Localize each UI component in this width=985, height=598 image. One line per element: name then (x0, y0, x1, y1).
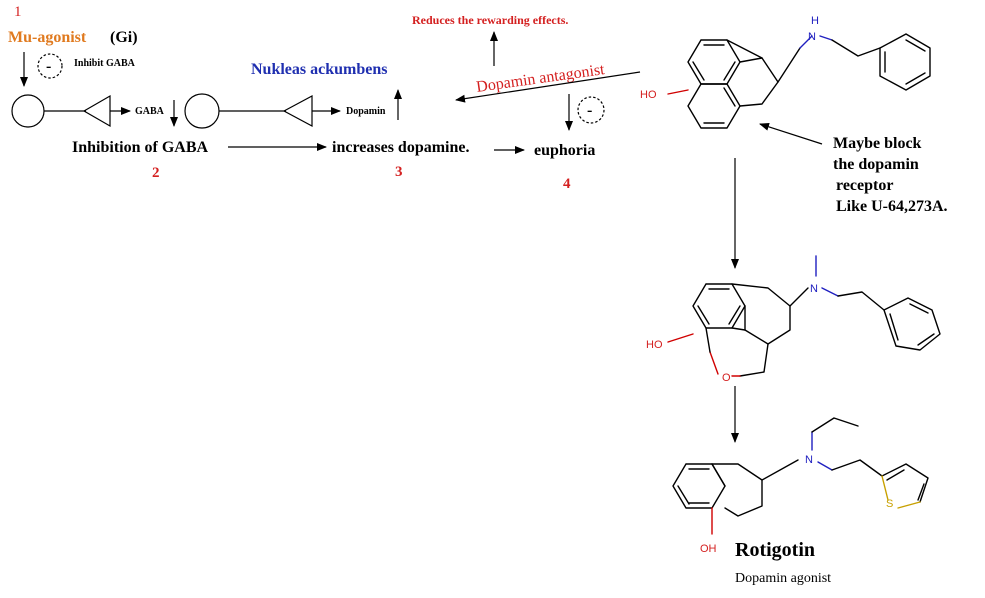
minus-sign-1: - (46, 58, 51, 75)
molecule-1 (667, 33, 931, 129)
step-1-number: 1 (14, 4, 22, 20)
molecule-1-nh-label: H (811, 15, 819, 27)
neuron-1-terminal (82, 94, 111, 128)
mu-agonist-label: Mu-agonist (8, 29, 87, 46)
molecule-3-oh-label: OH (700, 543, 717, 555)
molecule-2-o-label: O (722, 372, 731, 384)
molecule-2 (667, 255, 941, 377)
rotigotin-title: Rotigotin (735, 539, 815, 561)
molecule-1-ho-label: HO (640, 89, 657, 101)
step-4-number: 4 (563, 176, 571, 192)
molecule-2-n-label: N (810, 283, 818, 295)
maybe-line-4: Like U-64,273A. (836, 198, 948, 215)
neuron-1-soma (11, 94, 45, 128)
increases-dopamine-label: increases dopamine. (332, 139, 469, 156)
dopamin-antagonist-label: Dopamin antagonist (475, 61, 606, 96)
arrow-maybe-block (759, 122, 823, 145)
dopamin-label: Dopamin (346, 106, 386, 117)
maybe-line-1: Maybe block (833, 135, 922, 152)
step-3-number: 3 (395, 164, 403, 180)
molecule-3-s-label: S (886, 498, 893, 510)
nucleus-accumbens-label: Nukleas ackumbens (251, 61, 387, 78)
minus-sign-2: - (587, 102, 592, 119)
neuron-2-soma (184, 93, 220, 129)
molecule-3 (672, 417, 929, 535)
molecule-1-n-label: N (808, 31, 816, 43)
inhibit-sign-circle-1 (37, 53, 63, 79)
neuron-2-terminal (282, 94, 313, 128)
maybe-line-3: receptor (836, 177, 893, 194)
arrow-antagonist (455, 71, 641, 103)
inhibit-sign-circle-2 (577, 96, 605, 124)
inhibition-gaba-label: Inhibition of GABA (72, 139, 208, 156)
gaba-label: GABA (135, 106, 165, 117)
dopamin-agonist-caption: Dopamin agonist (735, 571, 831, 586)
gi-label: (Gi) (110, 29, 138, 46)
maybe-line-2: the dopamin (833, 156, 919, 173)
molecule-2-ho-label: HO (646, 339, 663, 351)
inhibit-gaba-label: Inhibit GABA (74, 58, 136, 69)
euphoria-label: euphoria (534, 142, 595, 159)
step-2-number: 2 (152, 165, 160, 181)
reduces-effects-label: Reduces the rewarding effects. (412, 13, 568, 27)
molecule-3-n-label: N (805, 454, 813, 466)
